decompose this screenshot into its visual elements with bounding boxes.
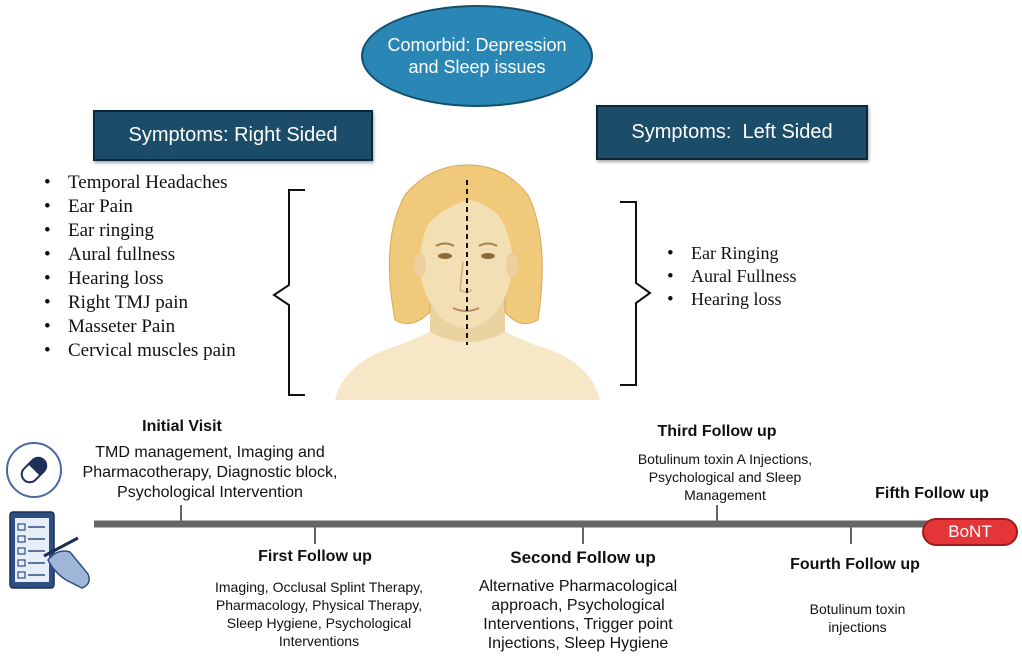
third-follow-up-desc: Botulinum toxin A Injections, Psychologi… [637,451,813,503]
face-illustration [335,164,600,400]
list-item: Masseter Pain [44,315,244,339]
right-symptoms-list: Temporal Headaches Ear Pain Ear ringing … [44,171,244,363]
initial-visit-desc: TMD management, Imaging and Pharmacother… [82,444,338,501]
list-item: Temporal Headaches [44,171,244,195]
bont-label: BoNT [948,522,992,541]
fourth-follow-up-desc: Botulinum toxin injections [809,601,906,635]
right-bracket [272,189,305,396]
list-item: Hearing loss [44,267,244,291]
list-item: Ear ringing [44,219,244,243]
second-follow-up-desc: Alternative Pharmacological approach, Ps… [478,578,678,652]
capsule-icon [6,442,62,498]
list-item: Aural fullness [44,243,244,267]
bont-endpoint-badge: BoNT [922,518,1018,546]
list-item: Ear Ringing [667,242,867,265]
right-symptoms-header: Symptoms: Right Sided [93,110,373,161]
comorbid-bubble: Comorbid: Depression and Sleep issues [361,5,593,107]
clipboard-checklist-icon [9,511,90,589]
list-item: Hearing loss [667,288,867,311]
left-symptoms-list: Ear Ringing Aural Fullness Hearing loss [667,242,867,311]
second-follow-up-title: Second Follow up [510,548,656,567]
fourth-follow-up-title: Fourth Follow up [790,556,920,573]
list-item: Ear Pain [44,195,244,219]
list-item: Right TMJ pain [44,291,244,315]
comorbid-text: Comorbid: Depression and Sleep issues [387,35,567,77]
list-item: Cervical muscles pain [44,339,244,363]
first-follow-up-desc: Imaging, Occlusal Splint Therapy, Pharma… [214,579,424,649]
left-symptoms-header-label: Symptoms: Left Sided [631,121,833,143]
list-item: Aural Fullness [667,265,867,288]
first-follow-up-title: First Follow up [258,548,372,565]
fifth-follow-up-title: Fifth Follow up [875,485,989,502]
initial-visit-title: Initial Visit [142,418,222,435]
right-symptoms-header-label: Symptoms: Right Sided [128,124,338,146]
third-follow-up-title: Third Follow up [657,423,777,440]
left-bracket [620,201,652,386]
left-symptoms-header: Symptoms: Left Sided [596,105,868,160]
